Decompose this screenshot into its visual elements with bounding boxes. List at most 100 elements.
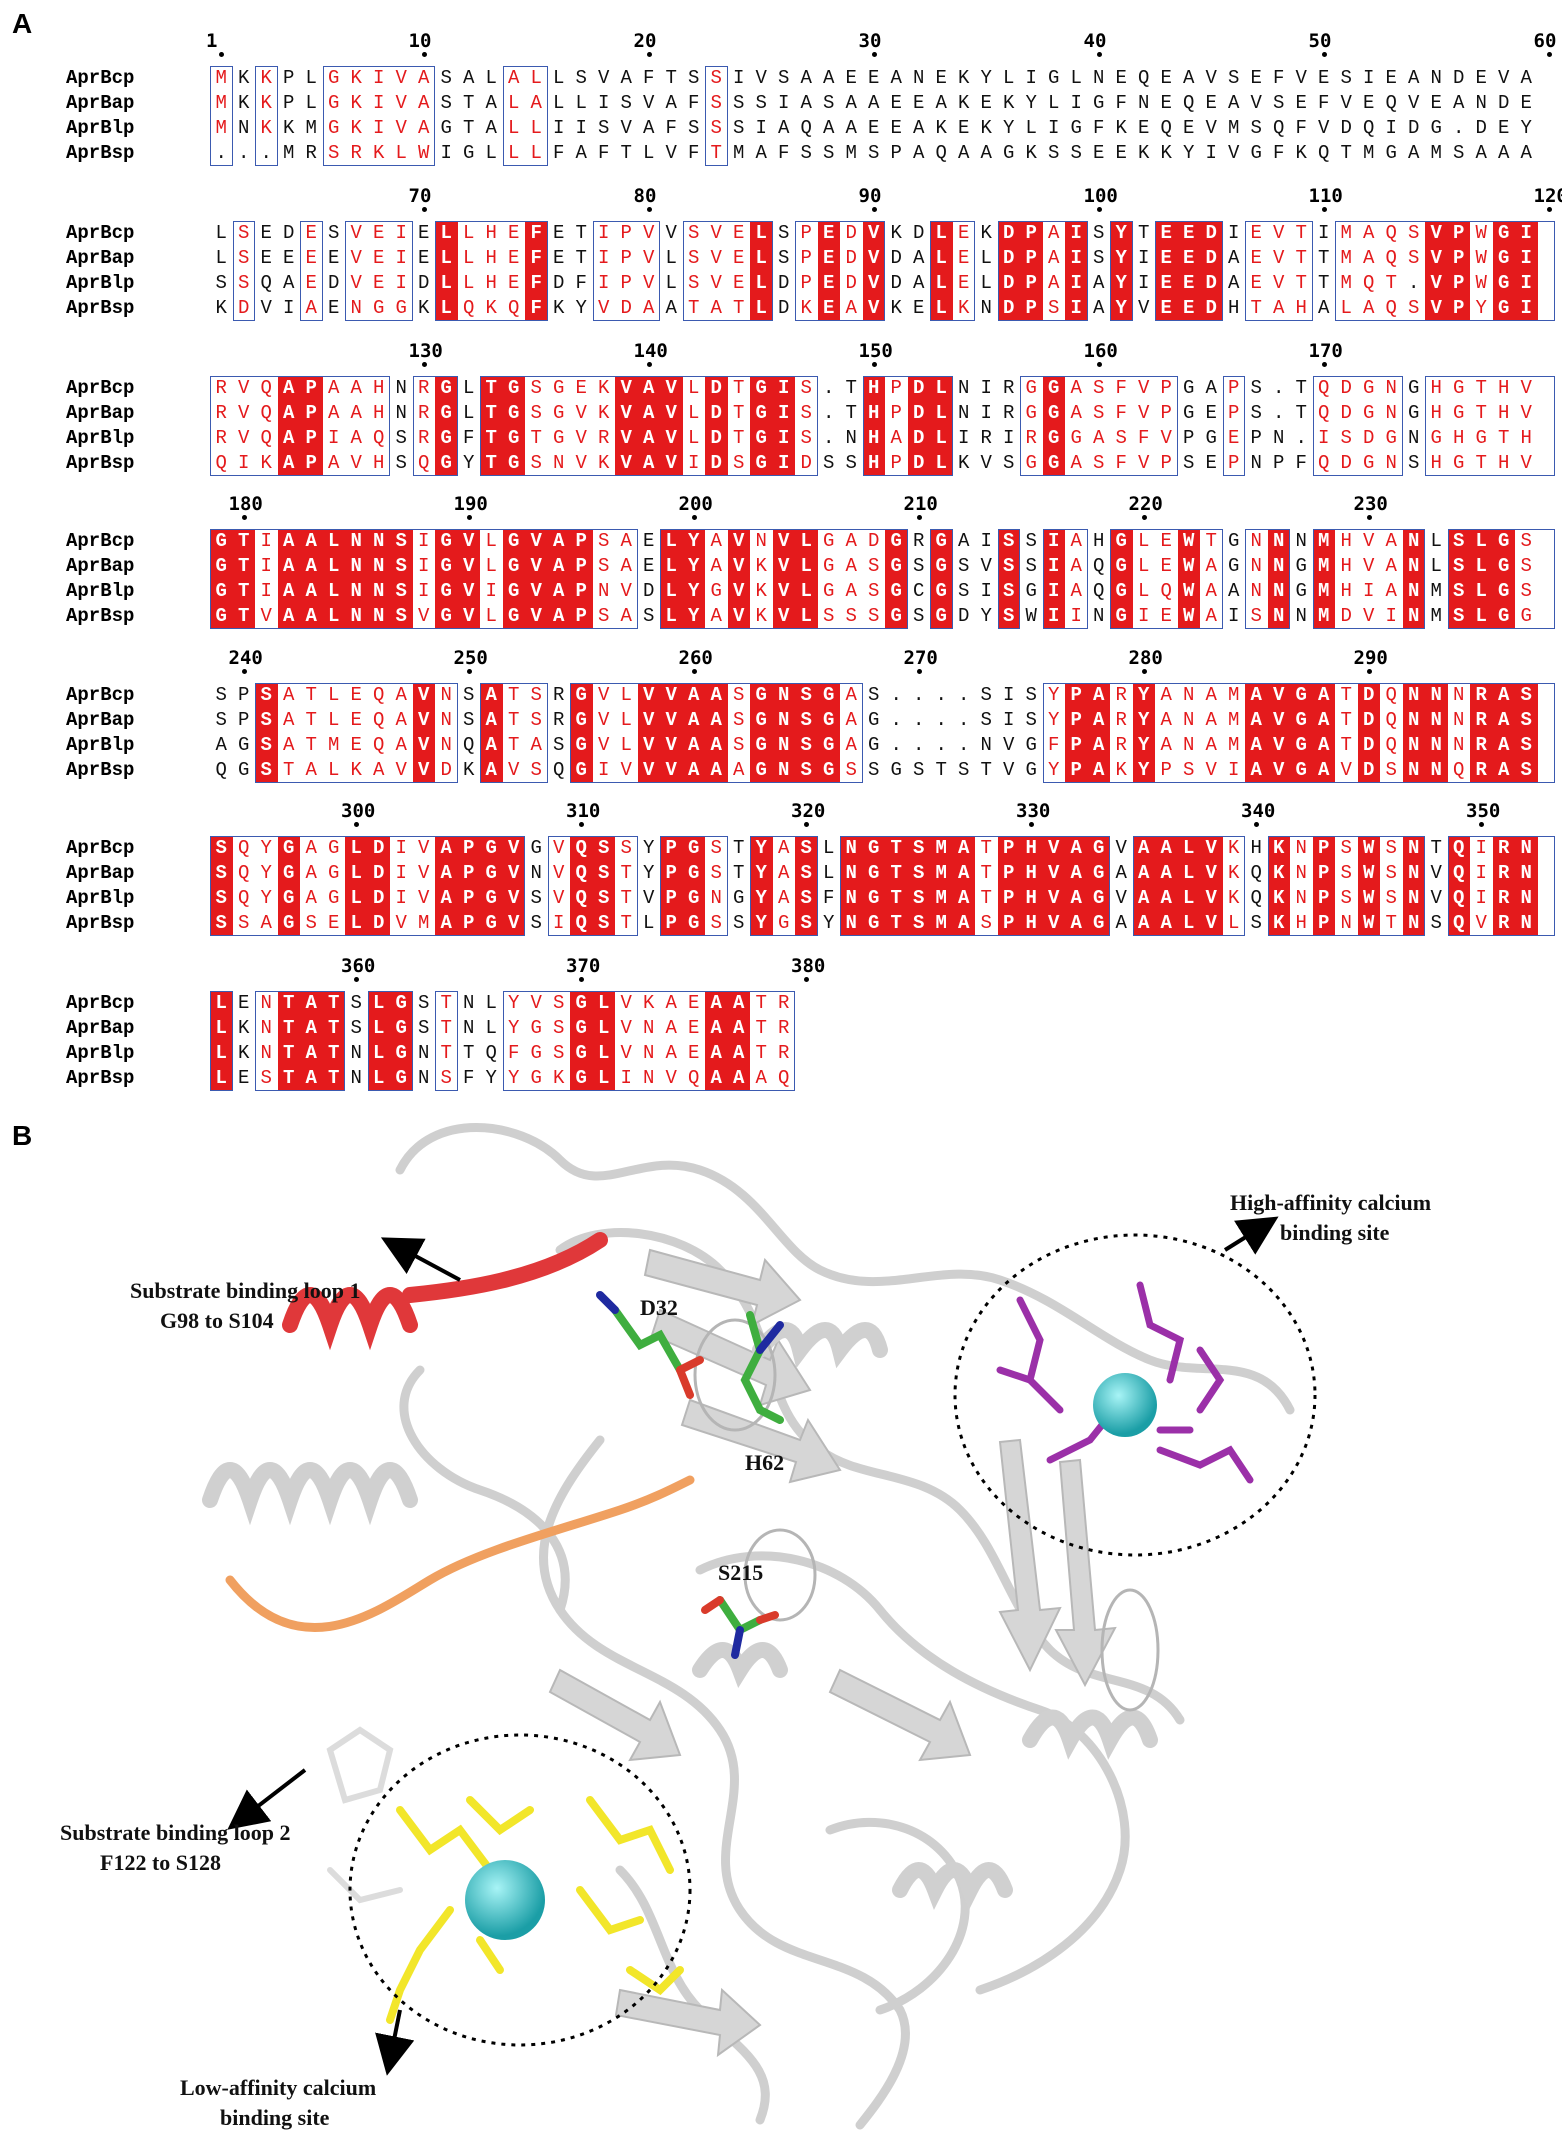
residue: H (863, 376, 886, 401)
residue: . (233, 141, 256, 166)
residue: T (1313, 271, 1336, 296)
residue: G (278, 886, 301, 911)
residue: Q (1380, 246, 1403, 271)
residue: S (435, 1066, 458, 1091)
residue: H (1448, 426, 1471, 451)
residue: I (615, 1066, 638, 1091)
residue: M (1223, 733, 1246, 758)
residue: L (818, 861, 841, 886)
residue: Y (1043, 758, 1066, 783)
residue: S (795, 401, 818, 426)
residue: L (345, 861, 368, 886)
residue: I (975, 579, 998, 604)
residue: N (1290, 604, 1313, 629)
residue: A (683, 733, 706, 758)
residue: P (1313, 886, 1336, 911)
residue: V (1403, 91, 1426, 116)
residue: L (525, 141, 548, 166)
residue: P (1155, 451, 1178, 476)
residue: V (525, 554, 548, 579)
residue: I (255, 529, 278, 554)
residue: Q (1380, 221, 1403, 246)
residue: A (1043, 246, 1066, 271)
residue: P (1155, 758, 1178, 783)
residue: T (750, 1041, 773, 1066)
residue: V (1110, 836, 1133, 861)
residue: L (1425, 529, 1448, 554)
residue: G (390, 296, 413, 321)
alignment-row: AprBspLESTATNLGNSFYYGKGLINVQAAAQLESTATNL… (0, 1066, 1562, 1091)
residue: E (300, 271, 323, 296)
residue: V (593, 296, 616, 321)
residue: M (278, 141, 301, 166)
residue: A (323, 376, 346, 401)
residue: L (480, 141, 503, 166)
residue: M (728, 141, 751, 166)
residue: L (930, 246, 953, 271)
residue: N (638, 1066, 661, 1091)
residue: F (458, 1066, 481, 1091)
residue: S (953, 758, 976, 783)
position-dot (1254, 822, 1259, 827)
residue: A (1200, 579, 1223, 604)
residue: N (1515, 836, 1538, 861)
residue: W (1358, 861, 1381, 886)
residue: V (1245, 91, 1268, 116)
residue: S (705, 836, 728, 861)
residue: S (548, 1016, 571, 1041)
residue: A (1043, 271, 1066, 296)
residue: G (323, 91, 346, 116)
residue: W (1178, 604, 1201, 629)
residue: S (683, 271, 706, 296)
position-number: 150 (859, 340, 893, 362)
residue: N (1515, 911, 1538, 936)
residue: E (1110, 66, 1133, 91)
residue: S (390, 554, 413, 579)
residue: M (1313, 554, 1336, 579)
substrate-loop-2 (230, 1480, 690, 1628)
residue: I (773, 401, 796, 426)
residue: N (908, 66, 931, 91)
residue: K (1020, 141, 1043, 166)
residue: V (413, 758, 436, 783)
residue: S (863, 683, 886, 708)
residue: A (300, 529, 323, 554)
residue: D (705, 401, 728, 426)
residue: E (1245, 271, 1268, 296)
residue: . (1290, 426, 1313, 451)
residue: S (593, 604, 616, 629)
position-dot (579, 977, 584, 982)
residue: V (503, 758, 526, 783)
residue: V (863, 271, 886, 296)
residue: V (390, 91, 413, 116)
residue: I (1043, 579, 1066, 604)
residue: K (233, 1016, 256, 1041)
residue: A (1200, 604, 1223, 629)
residue: I (593, 271, 616, 296)
position-number: 250 (454, 647, 488, 669)
residue: T (1335, 683, 1358, 708)
residue: M (1425, 604, 1448, 629)
residue: A (705, 758, 728, 783)
residue: E (930, 66, 953, 91)
residue: D (1470, 116, 1493, 141)
residue: Y (1043, 708, 1066, 733)
residue: T (728, 836, 751, 861)
residue: T (683, 296, 706, 321)
residue: A (278, 529, 301, 554)
residue: G (1493, 579, 1516, 604)
residue: T (323, 1066, 346, 1091)
residue: G (885, 554, 908, 579)
residue: E (1200, 451, 1223, 476)
position-number: 70 (409, 185, 432, 207)
residue: G (1493, 296, 1516, 321)
residue: N (1178, 708, 1201, 733)
label-loop2: Substrate binding loop 2 (60, 1820, 290, 1846)
residue: H (368, 451, 391, 476)
residue: A (300, 1016, 323, 1041)
residue: G (1223, 554, 1246, 579)
residue: A (750, 141, 773, 166)
position-dot (647, 362, 652, 367)
residue: A (345, 401, 368, 426)
